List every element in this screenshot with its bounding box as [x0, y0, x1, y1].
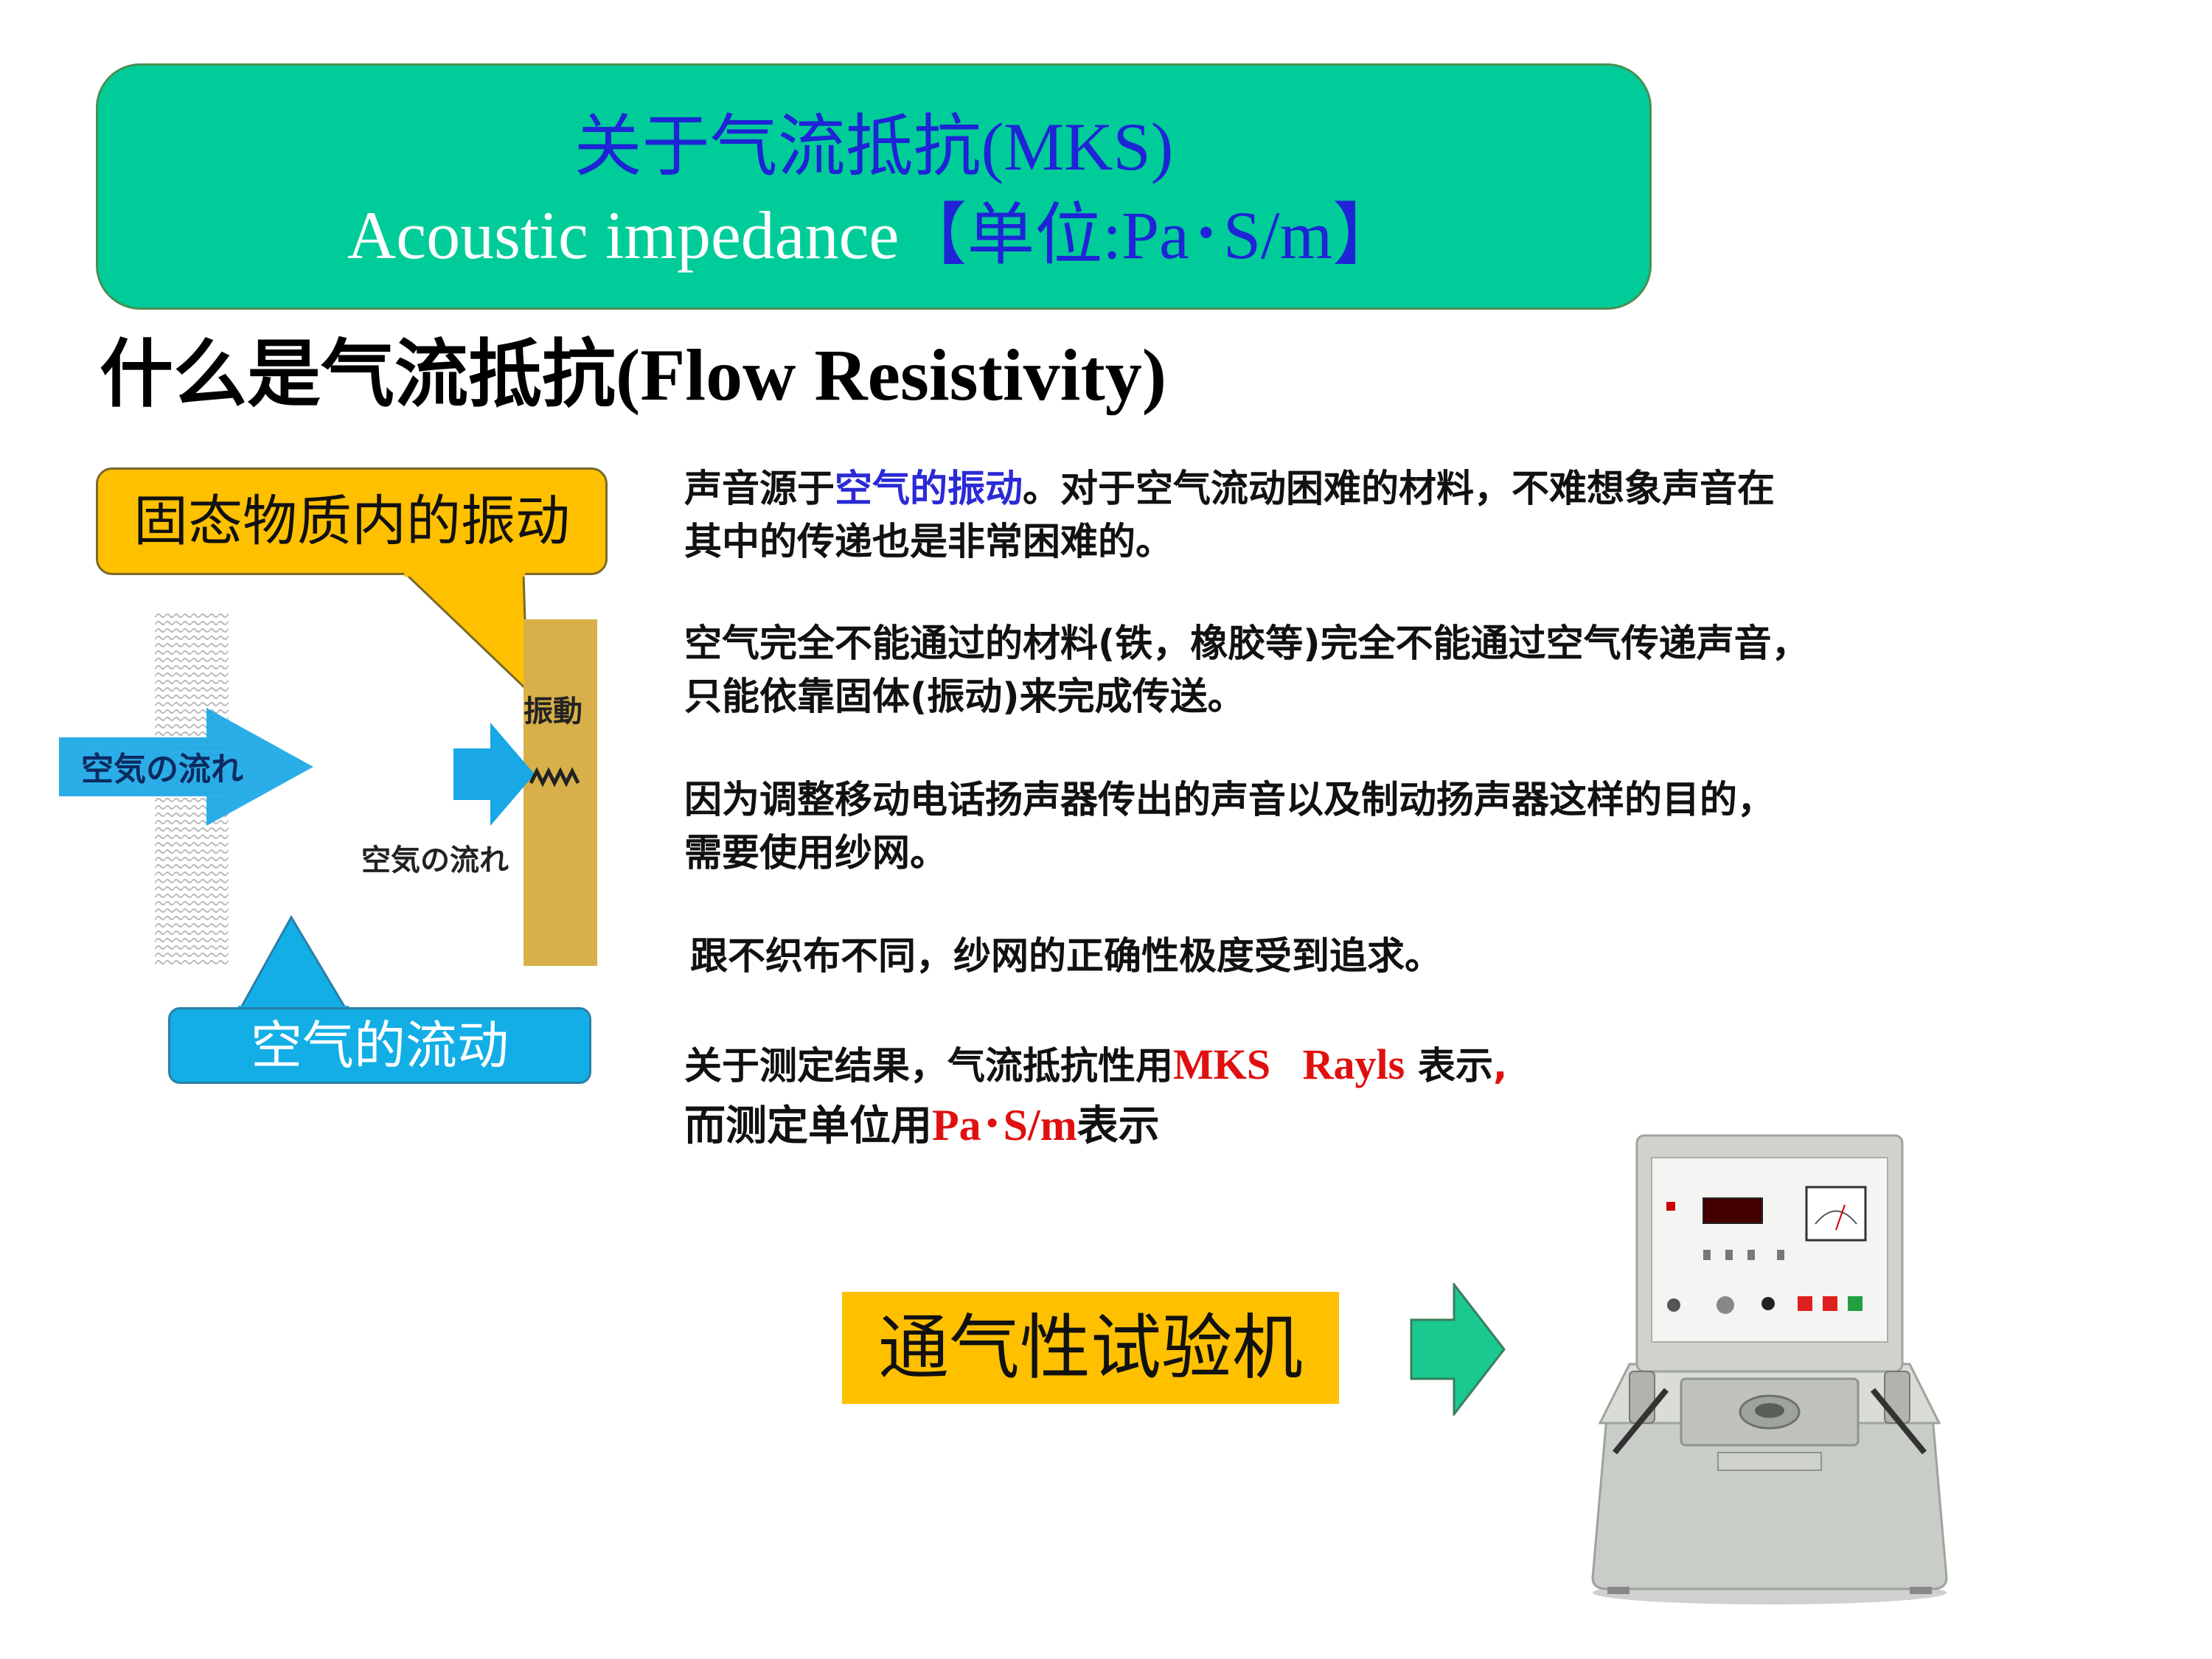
paragraph-1-line-2: 其中的传递也是非常困难的。: [684, 521, 1174, 564]
paragraph-3-line-1: 因为调整移动电话扬声器传出的声音以及制动扬声器这样的目的，: [684, 779, 1775, 822]
p6-text-b: 表示: [1077, 1102, 1160, 1150]
banner-unit-value: :Pa･S/m: [1102, 198, 1333, 273]
banner-bracket-close: 】: [1332, 195, 1401, 274]
p6-unit: Pa･S/m: [932, 1101, 1077, 1150]
right-arrow-label: 空気の流れ: [361, 844, 509, 877]
solid-plate: [524, 619, 597, 966]
banner-subtitle-en: Acoustic impedance: [347, 198, 900, 273]
right-arrow-icon: [1410, 1283, 1506, 1416]
banner-title-cn: 关于气流抵抗: [574, 107, 981, 186]
paragraph-4: 跟不织布不同，纱网的正确性极度受到追求。: [690, 935, 1443, 978]
paragraph-3-line-2: 需要使用纱网。: [684, 832, 948, 875]
paragraph-2-line-1: 空气完全不能通过的材料(铁，橡胶等)完全不能通过空气传递声音，: [684, 622, 1809, 666]
p1-text-a: 声音源于: [684, 467, 835, 511]
vibration-label: 振動: [524, 695, 582, 728]
p1-text-c: 。对于空气流动困难的材料，不难想象声音在: [1023, 467, 1775, 511]
page-title-cn: 什么是气流抵抗: [100, 331, 616, 417]
paragraph-2-line-2: 只能依靠固体(振动)来完成传送。: [684, 675, 1245, 719]
p5-text-a: 关于测定结果，气流抵抗性用: [684, 1045, 1174, 1088]
p1-text-highlight: 空气的振动: [835, 467, 1023, 511]
tester-label: 通气性试验机: [842, 1292, 1339, 1404]
right-air-arrow-icon: [453, 723, 535, 826]
airflow-diagram: 空気の流れ 振動 空気の流れ: [59, 612, 597, 966]
banner-bracket-open: 【: [899, 195, 967, 274]
air-permeability-tester-image: [1591, 1134, 1948, 1604]
banner-title: 关于气流抵抗(MKS): [98, 106, 1649, 187]
header-banner: 关于气流抵抗(MKS) Acoustic impedance【单位:Pa･S/m…: [96, 63, 1652, 310]
p6-text-a: 而测定单位用: [684, 1102, 932, 1150]
page-title: 什么是气流抵抗(Flow Resistivity): [100, 323, 1166, 427]
p5-comma: ,: [1492, 1045, 1508, 1088]
paragraph-1-line-1: 声音源于空气的振动。对于空气流动困难的材料，不难想象声音在: [684, 463, 1775, 516]
wave-icon: [529, 767, 580, 787]
p5-text-b: 表示: [1405, 1045, 1493, 1088]
p5-unit-mks-rayls: MKS Rayls: [1173, 1040, 1405, 1088]
banner-title-en: (MKS): [981, 109, 1174, 184]
callout-solid-vibration: 固态物质内的振动: [96, 467, 608, 575]
callout-air-flow: 空气的流动: [168, 1007, 591, 1084]
left-air-arrow-icon: [59, 708, 313, 826]
banner-subtitle: Acoustic impedance【单位:Pa･S/m】: [98, 195, 1649, 276]
banner-unit-cn: 单位: [967, 195, 1103, 274]
left-arrow-label: 空気の流れ: [81, 751, 243, 788]
paragraph-6: 而测定单位用Pa･S/m表示: [684, 1099, 1160, 1153]
paragraph-5: 关于测定结果，气流抵抗性用MKS Rayls 表示,: [684, 1038, 1507, 1093]
callout-air-pointer: [237, 914, 349, 1012]
page-title-en: (Flow Resistivity): [616, 334, 1167, 416]
